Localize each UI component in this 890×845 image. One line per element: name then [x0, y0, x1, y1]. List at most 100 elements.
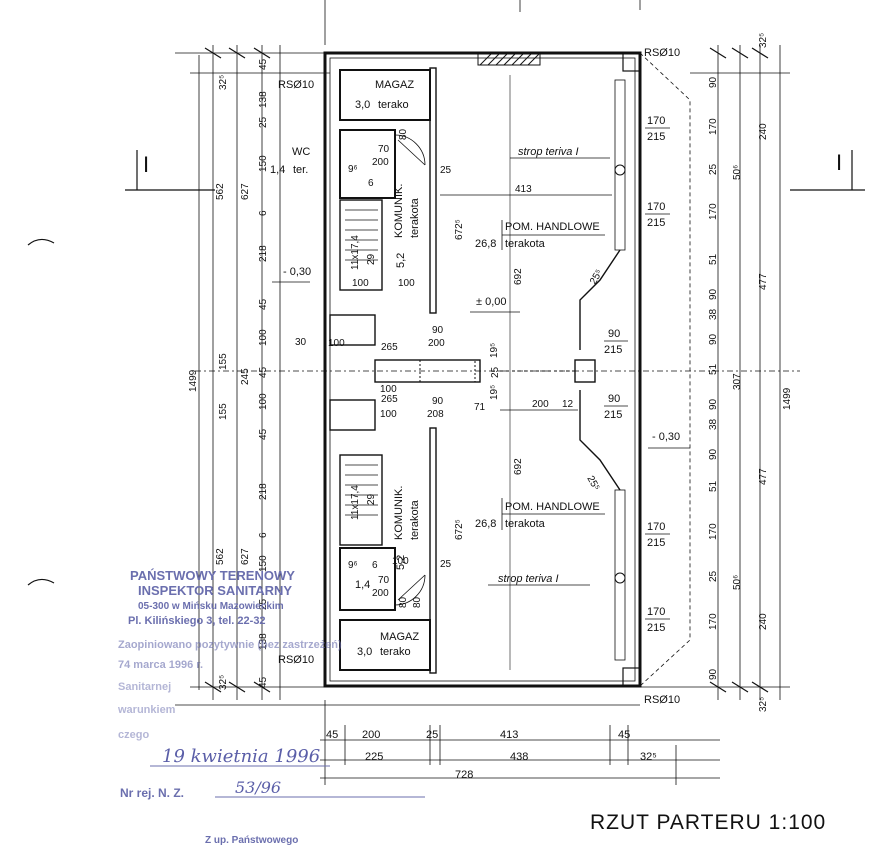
rs-note-top-right: RSØ10 [644, 47, 680, 59]
svg-text:100: 100 [258, 329, 269, 346]
room-handlowe-top: POM. HANDLOWE 26,8 terakota [475, 220, 605, 250]
svg-text:25⁵: 25⁵ [588, 268, 605, 287]
stamp-line-4: Pl. Kilińskiego 3, tel. 22-32 [128, 615, 266, 627]
svg-text:100: 100 [380, 384, 397, 395]
dims-bottom: 45 200 25 413 45 225 438 32⁵ 728 [326, 729, 657, 781]
svg-text:38: 38 [708, 308, 719, 320]
room-finish: terako [378, 99, 409, 111]
svg-text:90: 90 [708, 333, 719, 345]
svg-text:71: 71 [474, 402, 486, 413]
svg-text:150: 150 [258, 155, 269, 172]
svg-text:413: 413 [500, 729, 518, 741]
svg-text:45: 45 [618, 729, 630, 741]
svg-text:692: 692 [513, 268, 524, 285]
room-area: 3,0 [357, 646, 372, 658]
svg-text:6: 6 [258, 210, 269, 216]
svg-text:9⁶: 9⁶ [348, 560, 358, 571]
svg-text:38: 38 [708, 418, 719, 430]
room-name: POM. HANDLOWE [505, 501, 600, 513]
svg-text:90: 90 [708, 76, 719, 88]
room-handlowe-bottom: POM. HANDLOWE 26,8 terakota [475, 498, 605, 530]
sanitary-stamp: PAŃSTWOWY TERENOWY INSPEKTOR SANITARNY 0… [117, 568, 425, 845]
svg-text:672⁵: 672⁵ [454, 519, 465, 540]
stamp-line-3: 05-300 w Mińsku Mazowieckim [138, 601, 284, 612]
room-finish: terako [380, 646, 411, 658]
dims-inner-right: 170 215 170 215 90 215 90 215 170 215 17… [604, 115, 670, 634]
svg-text:90: 90 [708, 668, 719, 680]
svg-text:215: 215 [647, 217, 665, 229]
svg-text:80: 80 [398, 128, 409, 140]
svg-text:265: 265 [381, 394, 398, 405]
room-magaz-top: MAGAZ 3,0 terako [355, 79, 414, 111]
room-komunik-top: KOMUNIK. 5,2 terakota [393, 184, 421, 268]
rs-note-top-left: RSØ10 [278, 79, 314, 91]
svg-text:25: 25 [440, 165, 452, 176]
svg-text:265: 265 [381, 342, 398, 353]
svg-text:25: 25 [490, 366, 501, 378]
svg-text:6: 6 [258, 532, 269, 538]
room-wc-top: WC 1,4 ter. [270, 146, 310, 176]
svg-text:45: 45 [258, 58, 269, 70]
section-mark-right: I [790, 150, 865, 191]
svg-text:100: 100 [380, 409, 397, 420]
svg-text:200: 200 [372, 157, 389, 168]
svg-text:218: 218 [258, 245, 269, 262]
svg-text:562: 562 [215, 548, 226, 565]
svg-text:9⁶: 9⁶ [348, 164, 358, 175]
svg-text:6: 6 [372, 560, 378, 571]
svg-text:438: 438 [510, 751, 528, 763]
svg-text:50⁶: 50⁶ [732, 575, 743, 590]
room-finish: ter. [293, 164, 308, 176]
dimension-lines [175, 0, 800, 785]
svg-text:100: 100 [352, 278, 369, 289]
svg-text:80: 80 [412, 596, 423, 608]
stamp-date: 19 kwietnia 1996 [162, 746, 320, 767]
stamp-reg-label: Nr rej. N. Z. [120, 786, 184, 800]
svg-text:70: 70 [378, 144, 390, 155]
stairs-note-bottom: 11x17,4 [350, 485, 361, 520]
room-name: MAGAZ [380, 631, 419, 643]
svg-text:218: 218 [258, 483, 269, 500]
punch-hole-mark [27, 578, 55, 586]
stairs-steps-bottom: 29 [366, 493, 377, 505]
stamp-line-9: czego [118, 729, 149, 741]
drawing-title: RZUT PARTERU 1:100 [590, 811, 826, 834]
svg-text:215: 215 [604, 409, 622, 421]
stamp-line-1: PAŃSTWOWY TERENOWY [130, 568, 295, 583]
svg-text:170: 170 [647, 201, 665, 213]
section-mark-left: I [125, 150, 215, 191]
svg-text:240: 240 [758, 123, 769, 140]
svg-text:627: 627 [240, 548, 251, 565]
dims-inner: 413 692 692 200 70 200 80 100 100 30 100… [295, 75, 612, 670]
svg-text:32⁵: 32⁵ [758, 33, 769, 48]
svg-text:200: 200 [362, 729, 380, 741]
svg-text:170: 170 [708, 613, 719, 630]
svg-text:45: 45 [258, 366, 269, 378]
svg-text:200: 200 [532, 399, 549, 410]
room-name: MAGAZ [375, 79, 414, 91]
svg-text:208: 208 [427, 409, 444, 420]
svg-text:562: 562 [215, 183, 226, 200]
svg-text:12: 12 [562, 399, 574, 410]
room-name: KOMUNIK. [393, 184, 405, 238]
svg-text:307: 307 [732, 373, 743, 390]
svg-text:51: 51 [708, 480, 719, 492]
svg-text:25: 25 [258, 116, 269, 128]
svg-text:25: 25 [258, 598, 269, 610]
room-area: 26,8 [475, 518, 496, 530]
svg-text:170: 170 [647, 606, 665, 618]
svg-text:45: 45 [258, 428, 269, 440]
svg-text:672⁵: 672⁵ [454, 219, 465, 240]
svg-text:32⁵: 32⁵ [218, 75, 229, 90]
svg-text:19⁵: 19⁵ [489, 343, 500, 358]
svg-text:215: 215 [647, 537, 665, 549]
room-name: POM. HANDLOWE [505, 221, 600, 233]
section-label-right: I [836, 150, 842, 175]
svg-text:413: 413 [515, 184, 532, 195]
room-wc-bottom: 1,4 [355, 579, 370, 591]
interior-walls [329, 67, 621, 674]
svg-text:215: 215 [647, 131, 665, 143]
svg-text:170: 170 [647, 521, 665, 533]
svg-text:100: 100 [392, 556, 409, 567]
